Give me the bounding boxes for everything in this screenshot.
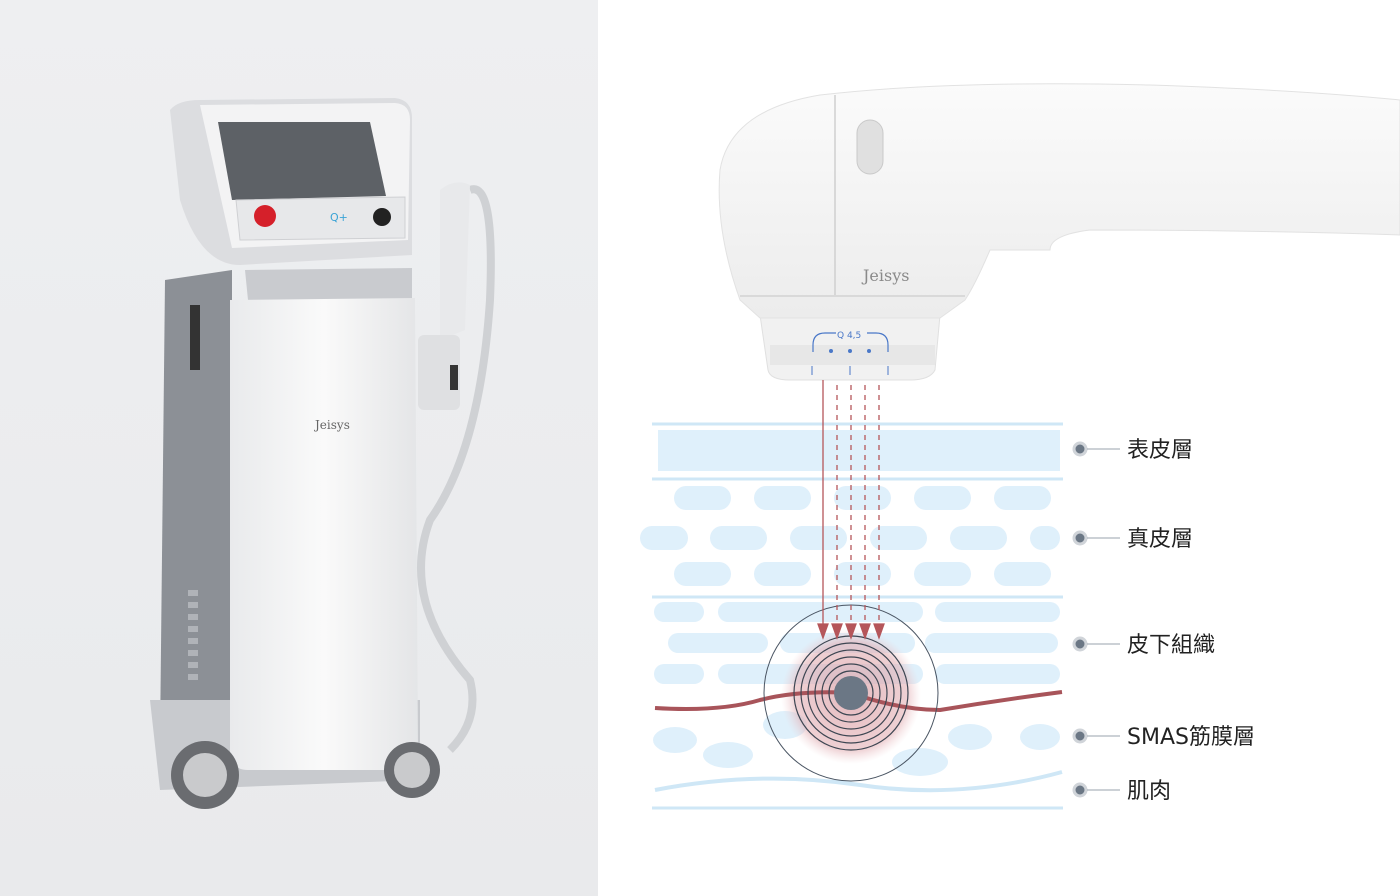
layer-labels: 表皮層 真皮層 皮下組織 SMAS筋膜層 肌肉 [1072,438,1255,804]
lock-slider[interactable] [856,119,884,175]
focal-core [834,676,868,710]
key-switch[interactable] [373,208,391,226]
svg-text:肌肉: 肌肉 [1127,779,1171,804]
focal-zone [654,604,1063,782]
handpiece-logo: Jeisys [861,266,909,285]
svg-text:皮下組織: 皮下組織 [1127,633,1215,658]
handpiece-holder [440,182,470,340]
dermis-cells [640,486,1060,586]
label-dermis: 真皮層 [1072,527,1193,552]
skin-layers [640,422,1063,810]
label-epidermis: 表皮層 [1072,438,1193,463]
smas-cells [653,711,1060,776]
ultrasound-beams [817,380,885,640]
handpiece: Q 4,5 Jeisys [718,83,1400,381]
label-muscle: 肌肉 [1072,779,1171,804]
svg-text:SMAS筋膜層: SMAS筋膜層 [1127,725,1255,750]
label-smas: SMAS筋膜層 [1072,725,1255,750]
svg-text:表皮層: 表皮層 [1127,438,1193,463]
epidermis-band [658,430,1060,471]
label-subcutaneous: 皮下組織 [1072,633,1215,658]
muscle-line [654,770,1063,793]
device-machine: Q+ Jeisys [150,98,495,809]
svg-text:真皮層: 真皮層 [1127,527,1193,552]
cartridge-label: Q 4,5 [837,331,861,341]
machine-logo: Jeisys [313,418,350,432]
panel-logo: Q+ [330,211,348,224]
emergency-stop-button[interactable] [254,205,276,227]
